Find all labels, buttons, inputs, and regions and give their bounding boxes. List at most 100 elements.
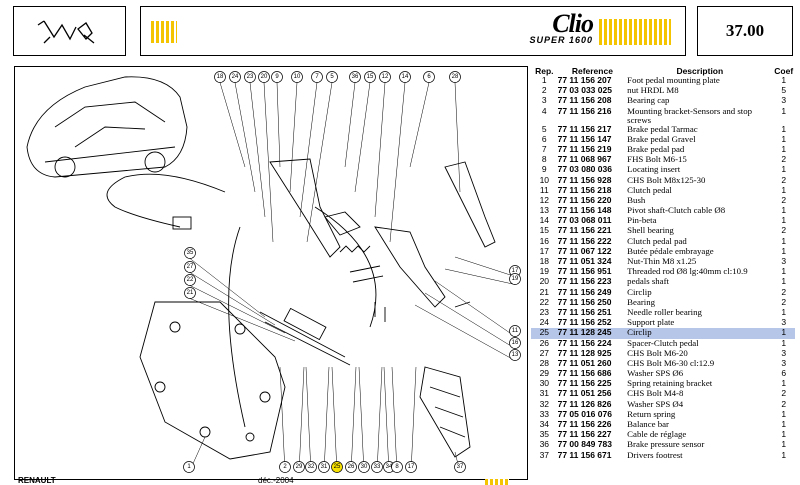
cell-ref: 77 11 156 216 [557, 105, 612, 116]
footer-stripes-icon [485, 479, 509, 485]
cell-desc: Drivers footrest [627, 449, 683, 460]
cell-desc: Needle roller bearing [627, 306, 702, 317]
callout-label: 36 [352, 74, 359, 80]
cell-desc: Brake pressure sensor [627, 439, 705, 450]
cell-rep: 8 [541, 154, 547, 165]
cell-desc: Circlip [627, 286, 652, 297]
cell-coef: 1 [772, 328, 795, 339]
callout-25: 25 [331, 461, 343, 473]
cell-ref: 77 03 033 025 [557, 85, 612, 96]
cell-desc: CHS Bolt M8x125-30 [627, 174, 706, 185]
car-sketch-icon [37, 20, 95, 44]
cell-coef: 1 [781, 266, 787, 277]
callout-7: 7 [311, 71, 323, 83]
cell-rep: 3 [541, 95, 547, 106]
cell-ref: 77 11 156 217 [557, 123, 612, 134]
cell-rep: 33 [539, 408, 550, 419]
cell-desc: nut HRDL M8 [627, 85, 679, 96]
cell-rep: 35 [539, 429, 550, 440]
cell-ref: 77 11 156 218 [557, 184, 612, 195]
callout-label: 33 [374, 464, 381, 470]
cell-desc: Brake pedal Tarmac [627, 123, 698, 134]
cell-rep: 23 [539, 306, 550, 317]
callout-label: 31 [321, 464, 328, 470]
callout-36: 36 [349, 71, 361, 83]
cell-rep: 32 [539, 398, 550, 409]
callout-label: 1 [187, 464, 191, 470]
cell-coef: 2 [781, 194, 787, 205]
cell-ref: 77 11 156 951 [557, 266, 612, 277]
callout-26: 26 [345, 461, 357, 473]
callout-label: 9 [275, 74, 279, 80]
page-number: 37.00 [725, 21, 765, 40]
cell-ref: 77 11 156 224 [557, 337, 612, 348]
callout-label: 10 [294, 74, 301, 80]
pedal-shaft [259, 311, 351, 366]
cell-desc: Brake pedal pad [627, 143, 685, 154]
callout-11: 11 [509, 325, 521, 337]
cell-coef: 1 [781, 429, 787, 440]
cell-rep: 16 [539, 235, 550, 246]
cell-ref: 77 11 156 251 [557, 306, 612, 317]
callout-14: 14 [399, 71, 411, 83]
cell-ref: 77 11 126 826 [557, 398, 612, 409]
cell-rep: 10 [539, 174, 550, 185]
cell-desc: Spring retaining bracket [627, 378, 713, 389]
callout-label: 20 [261, 74, 268, 80]
callout-9: 9 [271, 71, 283, 83]
cell-desc: Cable de réglage [627, 429, 687, 440]
cell-coef: 1 [781, 408, 787, 419]
drivers-footrest [419, 366, 471, 458]
cell-rep: 34 [539, 419, 550, 429]
cell-rep: 1 [541, 75, 547, 85]
cell-desc: Circlip [627, 328, 773, 339]
callout-label: 2 [283, 464, 287, 470]
brand-stripes-icon [151, 21, 177, 43]
cell-coef: 1 [781, 439, 787, 450]
cell-desc: Spacer-Clutch pedal [627, 337, 699, 348]
callout-32: 32 [305, 461, 317, 473]
callout-label: 34 [386, 464, 393, 470]
callout-label: 12 [382, 74, 389, 80]
header-title-box: Clio SUPER 1600 [140, 6, 686, 56]
cell-ref: 77 11 051 256 [557, 388, 612, 399]
